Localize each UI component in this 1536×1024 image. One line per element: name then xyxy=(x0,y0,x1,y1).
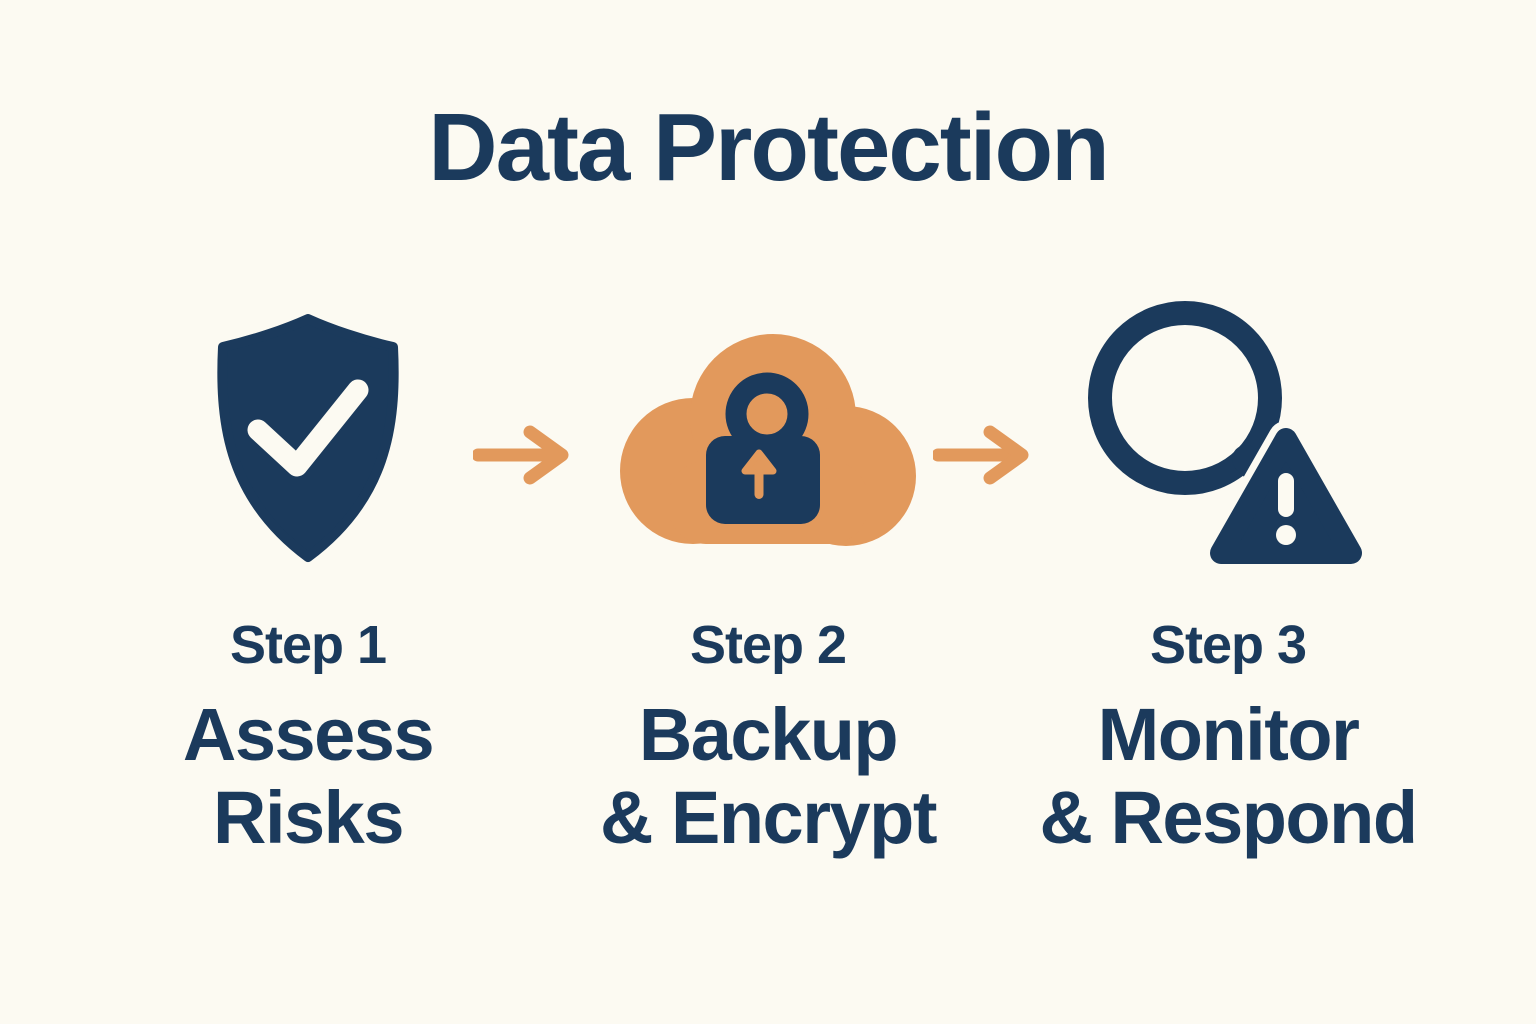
step-2-title-line2: & Encrypt xyxy=(599,775,938,859)
steps-row: Step 1 Assess Risks xyxy=(98,296,1438,860)
cloud-upload-lock-icon xyxy=(618,296,918,586)
step-1-label: Step 1 xyxy=(229,615,387,675)
step-2-column: Step 2 Backup & Encrypt xyxy=(558,296,978,860)
step-2-title-line1: Backup xyxy=(638,693,899,776)
step-3-title-line1: Monitor xyxy=(1097,693,1360,776)
magnifier-alert-icon xyxy=(1088,296,1368,586)
step-2-title: Backup & Encrypt xyxy=(599,693,938,860)
step-1-title: Assess Risks xyxy=(182,693,435,860)
right-arrow-icon xyxy=(933,424,1029,486)
page-title: Data Protection xyxy=(428,94,1109,201)
step-3-title: Monitor & Respond xyxy=(1039,693,1418,860)
step-1-column: Step 1 Assess Risks xyxy=(98,296,518,860)
step-3-title-line2: & Respond xyxy=(1039,775,1418,859)
step-2-label: Step 2 xyxy=(689,615,847,675)
step-3-label: Step 3 xyxy=(1149,615,1307,675)
step-1-title-line2: Risks xyxy=(213,775,404,859)
shield-check-icon xyxy=(200,296,416,586)
right-arrow-icon xyxy=(473,424,569,486)
step-3-column: Step 3 Monitor & Respond xyxy=(1018,296,1438,860)
step-1-title-line1: Assess xyxy=(182,693,435,776)
